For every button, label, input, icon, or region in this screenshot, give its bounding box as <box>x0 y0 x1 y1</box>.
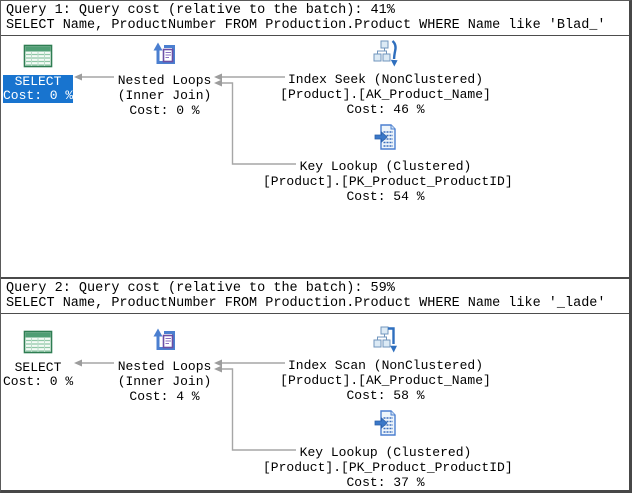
nested-loops-detail: (Inner Join) <box>117 374 212 389</box>
node-index-scan[interactable]: Index Scan (NonClustered) [Product].[AK_… <box>263 325 508 403</box>
query1-cost-line: Query 1: Query cost (relative to the bat… <box>6 3 395 18</box>
node-key-lookup[interactable]: Key Lookup (Clustered) [Product].[PK_Pro… <box>263 123 513 204</box>
index-scan-icon <box>263 325 508 353</box>
select-node-name: SELECT <box>14 74 62 89</box>
key-lookup-name: Key Lookup (Clustered) <box>299 445 472 460</box>
node-index-seek[interactable]: Index Seek (NonClustered) [Product].[AK_… <box>263 39 508 117</box>
query2-header: Query 2: Query cost (relative to the bat… <box>1 279 629 314</box>
node-nested-loops[interactable]: Nested Loops (Inner Join) Cost: 0 % <box>104 41 225 118</box>
index-op-name: Index Scan (NonClustered) <box>287 358 484 373</box>
key-lookup-icon <box>263 123 508 151</box>
query1-plan-canvas: SELECT Cost: 0 % Nested Loo <box>1 36 624 278</box>
query1-header: Query 1: Query cost (relative to the bat… <box>1 1 629 36</box>
nested-loops-icon <box>104 41 225 68</box>
query1-plan-panel: Query 1: Query cost (relative to the bat… <box>1 1 629 279</box>
key-lookup-cost: Cost: 54 % <box>346 189 425 204</box>
node-nested-loops[interactable]: Nested Loops (Inner Join) Cost: 4 % <box>104 327 225 404</box>
nested-loops-cost: Cost: 0 % <box>129 103 200 118</box>
select-node-label: SELECT Cost: 0 % <box>3 75 73 103</box>
node-select[interactable]: SELECT Cost: 0 % <box>1 44 75 103</box>
nested-loops-detail: (Inner Join) <box>117 88 212 103</box>
query1-statement-line: SELECT Name, ProductNumber FROM Producti… <box>6 18 606 33</box>
index-seek-icon <box>263 39 508 67</box>
nested-loops-icon <box>104 327 225 354</box>
index-op-cost: Cost: 58 % <box>346 388 425 403</box>
key-lookup-name: Key Lookup (Clustered) <box>299 159 472 174</box>
nested-loops-name: Nested Loops <box>117 359 212 374</box>
select-node-cost: Cost: 0 % <box>3 374 74 389</box>
index-op-detail: [Product].[AK_Product_Name] <box>280 87 491 102</box>
node-select[interactable]: SELECT Cost: 0 % <box>1 330 75 389</box>
key-lookup-cost: Cost: 37 % <box>346 475 425 490</box>
query2-statement-line: SELECT Name, ProductNumber FROM Producti… <box>6 296 606 311</box>
query2-plan-panel: Query 2: Query cost (relative to the bat… <box>1 279 629 490</box>
index-op-detail: [Product].[AK_Product_Name] <box>280 373 491 388</box>
key-lookup-icon <box>263 409 508 437</box>
query2-plan-canvas: SELECT Cost: 0 % Nested Loo <box>1 314 624 491</box>
select-node-cost: Cost: 0 % <box>3 88 74 103</box>
select-node-label: SELECT Cost: 0 % <box>3 361 73 389</box>
node-key-lookup[interactable]: Key Lookup (Clustered) [Product].[PK_Pro… <box>263 409 513 490</box>
key-lookup-detail: [Product].[PK_Product_ProductID] <box>263 174 513 189</box>
nested-loops-name: Nested Loops <box>117 73 212 88</box>
key-lookup-detail: [Product].[PK_Product_ProductID] <box>263 460 513 475</box>
result-grid-icon <box>1 330 75 354</box>
result-grid-icon <box>1 44 75 68</box>
index-op-name: Index Seek (NonClustered) <box>287 72 484 87</box>
nested-loops-cost: Cost: 4 % <box>129 389 200 404</box>
index-op-cost: Cost: 46 % <box>346 102 425 117</box>
query2-cost-line: Query 2: Query cost (relative to the bat… <box>6 281 395 296</box>
select-node-name: SELECT <box>14 360 62 375</box>
